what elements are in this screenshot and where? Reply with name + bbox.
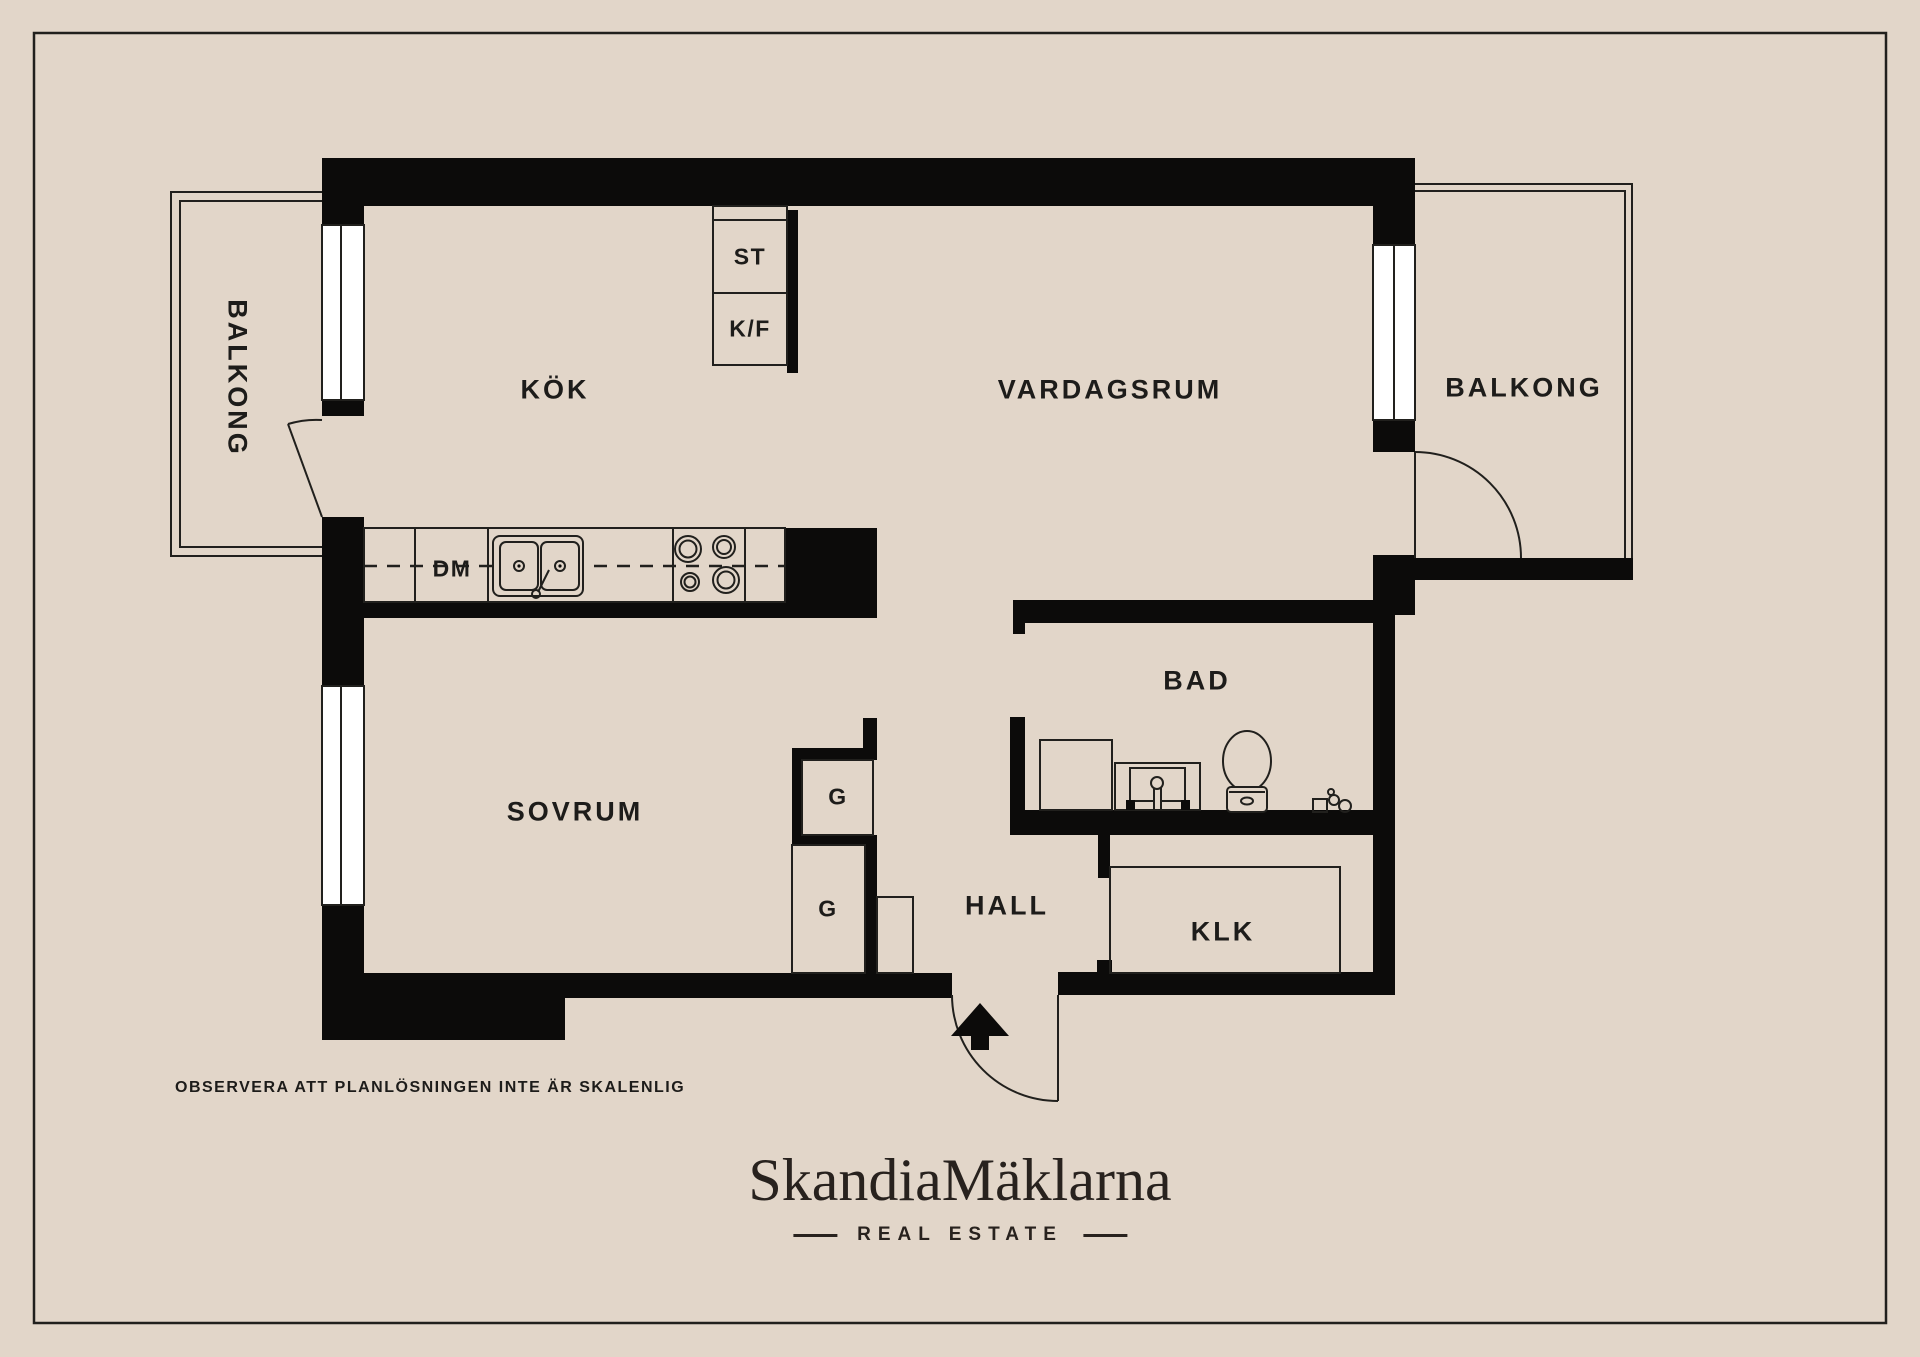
balcony-left-outline <box>170 191 322 557</box>
tall-cabinets <box>712 205 788 366</box>
logo-dash-left <box>793 1233 838 1237</box>
cabinet-kf <box>712 292 788 366</box>
klk-box <box>1109 866 1341 974</box>
door-living-balcony <box>1414 451 1522 559</box>
closet-label-g-upper: G <box>828 783 848 810</box>
brand-logo: SkandiaMäklarna REAL ESTATE <box>748 1150 1171 1246</box>
room-label-klk: KLK <box>1190 916 1256 947</box>
stove-icon <box>674 535 740 594</box>
door-swings <box>287 418 1522 1102</box>
plumbing-fittings-icon <box>1312 788 1352 813</box>
wall-openings <box>322 416 1415 555</box>
window-bedroom <box>321 685 365 906</box>
cabinet-label-kf: K/F <box>729 315 771 342</box>
entrance-arrow-icon <box>951 1003 1009 1050</box>
toilet-icon <box>1222 730 1272 813</box>
cabinet-label-st: ST <box>733 243 767 270</box>
brand-logo-name: SkandiaMäklarna <box>748 1147 1172 1213</box>
room-label-vardagsrum: VARDAGSRUM <box>997 374 1223 405</box>
closet-g-lower-box <box>791 844 866 974</box>
shower-icon <box>1039 739 1113 811</box>
bathroom-fixtures <box>1039 730 1352 813</box>
window-kitchen <box>321 224 365 401</box>
balcony-right-outline <box>1415 183 1633 580</box>
room-label-balkong-left: BALKONG <box>222 299 253 457</box>
room-label-kok: KÖK <box>520 374 590 405</box>
door-kitchen-balcony <box>287 418 323 518</box>
kitchen-counter <box>363 527 786 603</box>
closet-g-upper-box <box>801 759 874 836</box>
door-entrance <box>951 994 1059 1102</box>
windows <box>321 224 1416 906</box>
room-label-bad: BAD <box>1163 665 1231 696</box>
room-label-balkong-right: BALKONG <box>1445 372 1603 403</box>
hall-wardrobe-box <box>876 896 914 974</box>
room-label-hall: HALL <box>965 890 1049 921</box>
kitchen-sink-icon <box>492 535 584 599</box>
storage-outlines <box>791 759 1341 974</box>
room-label-sovrum: SOVRUM <box>506 796 644 827</box>
scale-disclaimer-text: OBSERVERA ATT PLANLÖSNINGEN INTE ÄR SKAL… <box>175 1079 686 1096</box>
brand-logo-tagline: REAL ESTATE <box>857 1224 1063 1245</box>
appliance-label-dm: DM <box>432 555 472 582</box>
page-border-frame <box>32 31 1888 1325</box>
bathroom-sink-icon <box>1114 762 1201 811</box>
closet-label-g-lower: G <box>818 895 838 922</box>
logo-dash-right <box>1082 1233 1127 1237</box>
window-livingroom <box>1372 244 1416 421</box>
